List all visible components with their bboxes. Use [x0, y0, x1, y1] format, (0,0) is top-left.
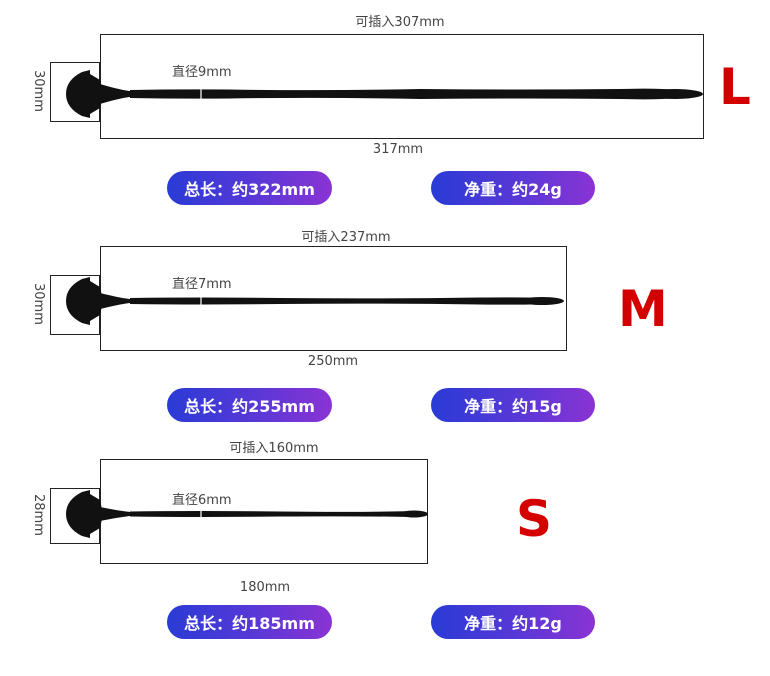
net-weight-badge: 净重：约15g: [431, 388, 595, 422]
net-weight-badge: 净重：约12g: [431, 605, 595, 639]
overall-length-label: 250mm: [307, 354, 359, 369]
diameter-label: 直径7mm: [172, 277, 232, 292]
size-letter: M: [618, 280, 668, 338]
insertable-length-label: 可插入160mm: [229, 441, 319, 456]
total-length-badge: 总长：约185mm: [167, 605, 332, 639]
height-label: 30mm: [31, 283, 46, 325]
diameter-label: 直径9mm: [172, 65, 232, 80]
size-panel-s: 可插入160mm 28mm 直径6mm 180mm S 总长：约185mm 净重…: [0, 0, 770, 639]
insertable-length-label: 可插入237mm: [301, 230, 391, 245]
overall-length-label: 180mm: [239, 580, 291, 595]
size-letter: S: [516, 490, 553, 548]
overall-length-label: 317mm: [372, 142, 424, 157]
height-label: 28mm: [31, 494, 46, 536]
product-rod: [66, 277, 564, 325]
size-panel-m: 可插入237mm 30mm 直径7mm 250mm M 总长：约255mm 净重…: [0, 0, 770, 422]
product-rod: [66, 70, 703, 118]
diameter-label: 直径6mm: [172, 493, 232, 508]
net-weight-badge: 净重：约24g: [431, 171, 595, 205]
product-rod: [66, 490, 428, 538]
size-panel-l: 可插入307mm 30mm 直径9mm 317mm L 总长：约322mm 净重…: [0, 0, 770, 210]
total-length-badge: 总长：约255mm: [167, 388, 332, 422]
insertable-length-label: 可插入307mm: [355, 15, 445, 30]
size-letter: L: [719, 58, 751, 116]
total-length-badge: 总长：约322mm: [167, 171, 332, 205]
